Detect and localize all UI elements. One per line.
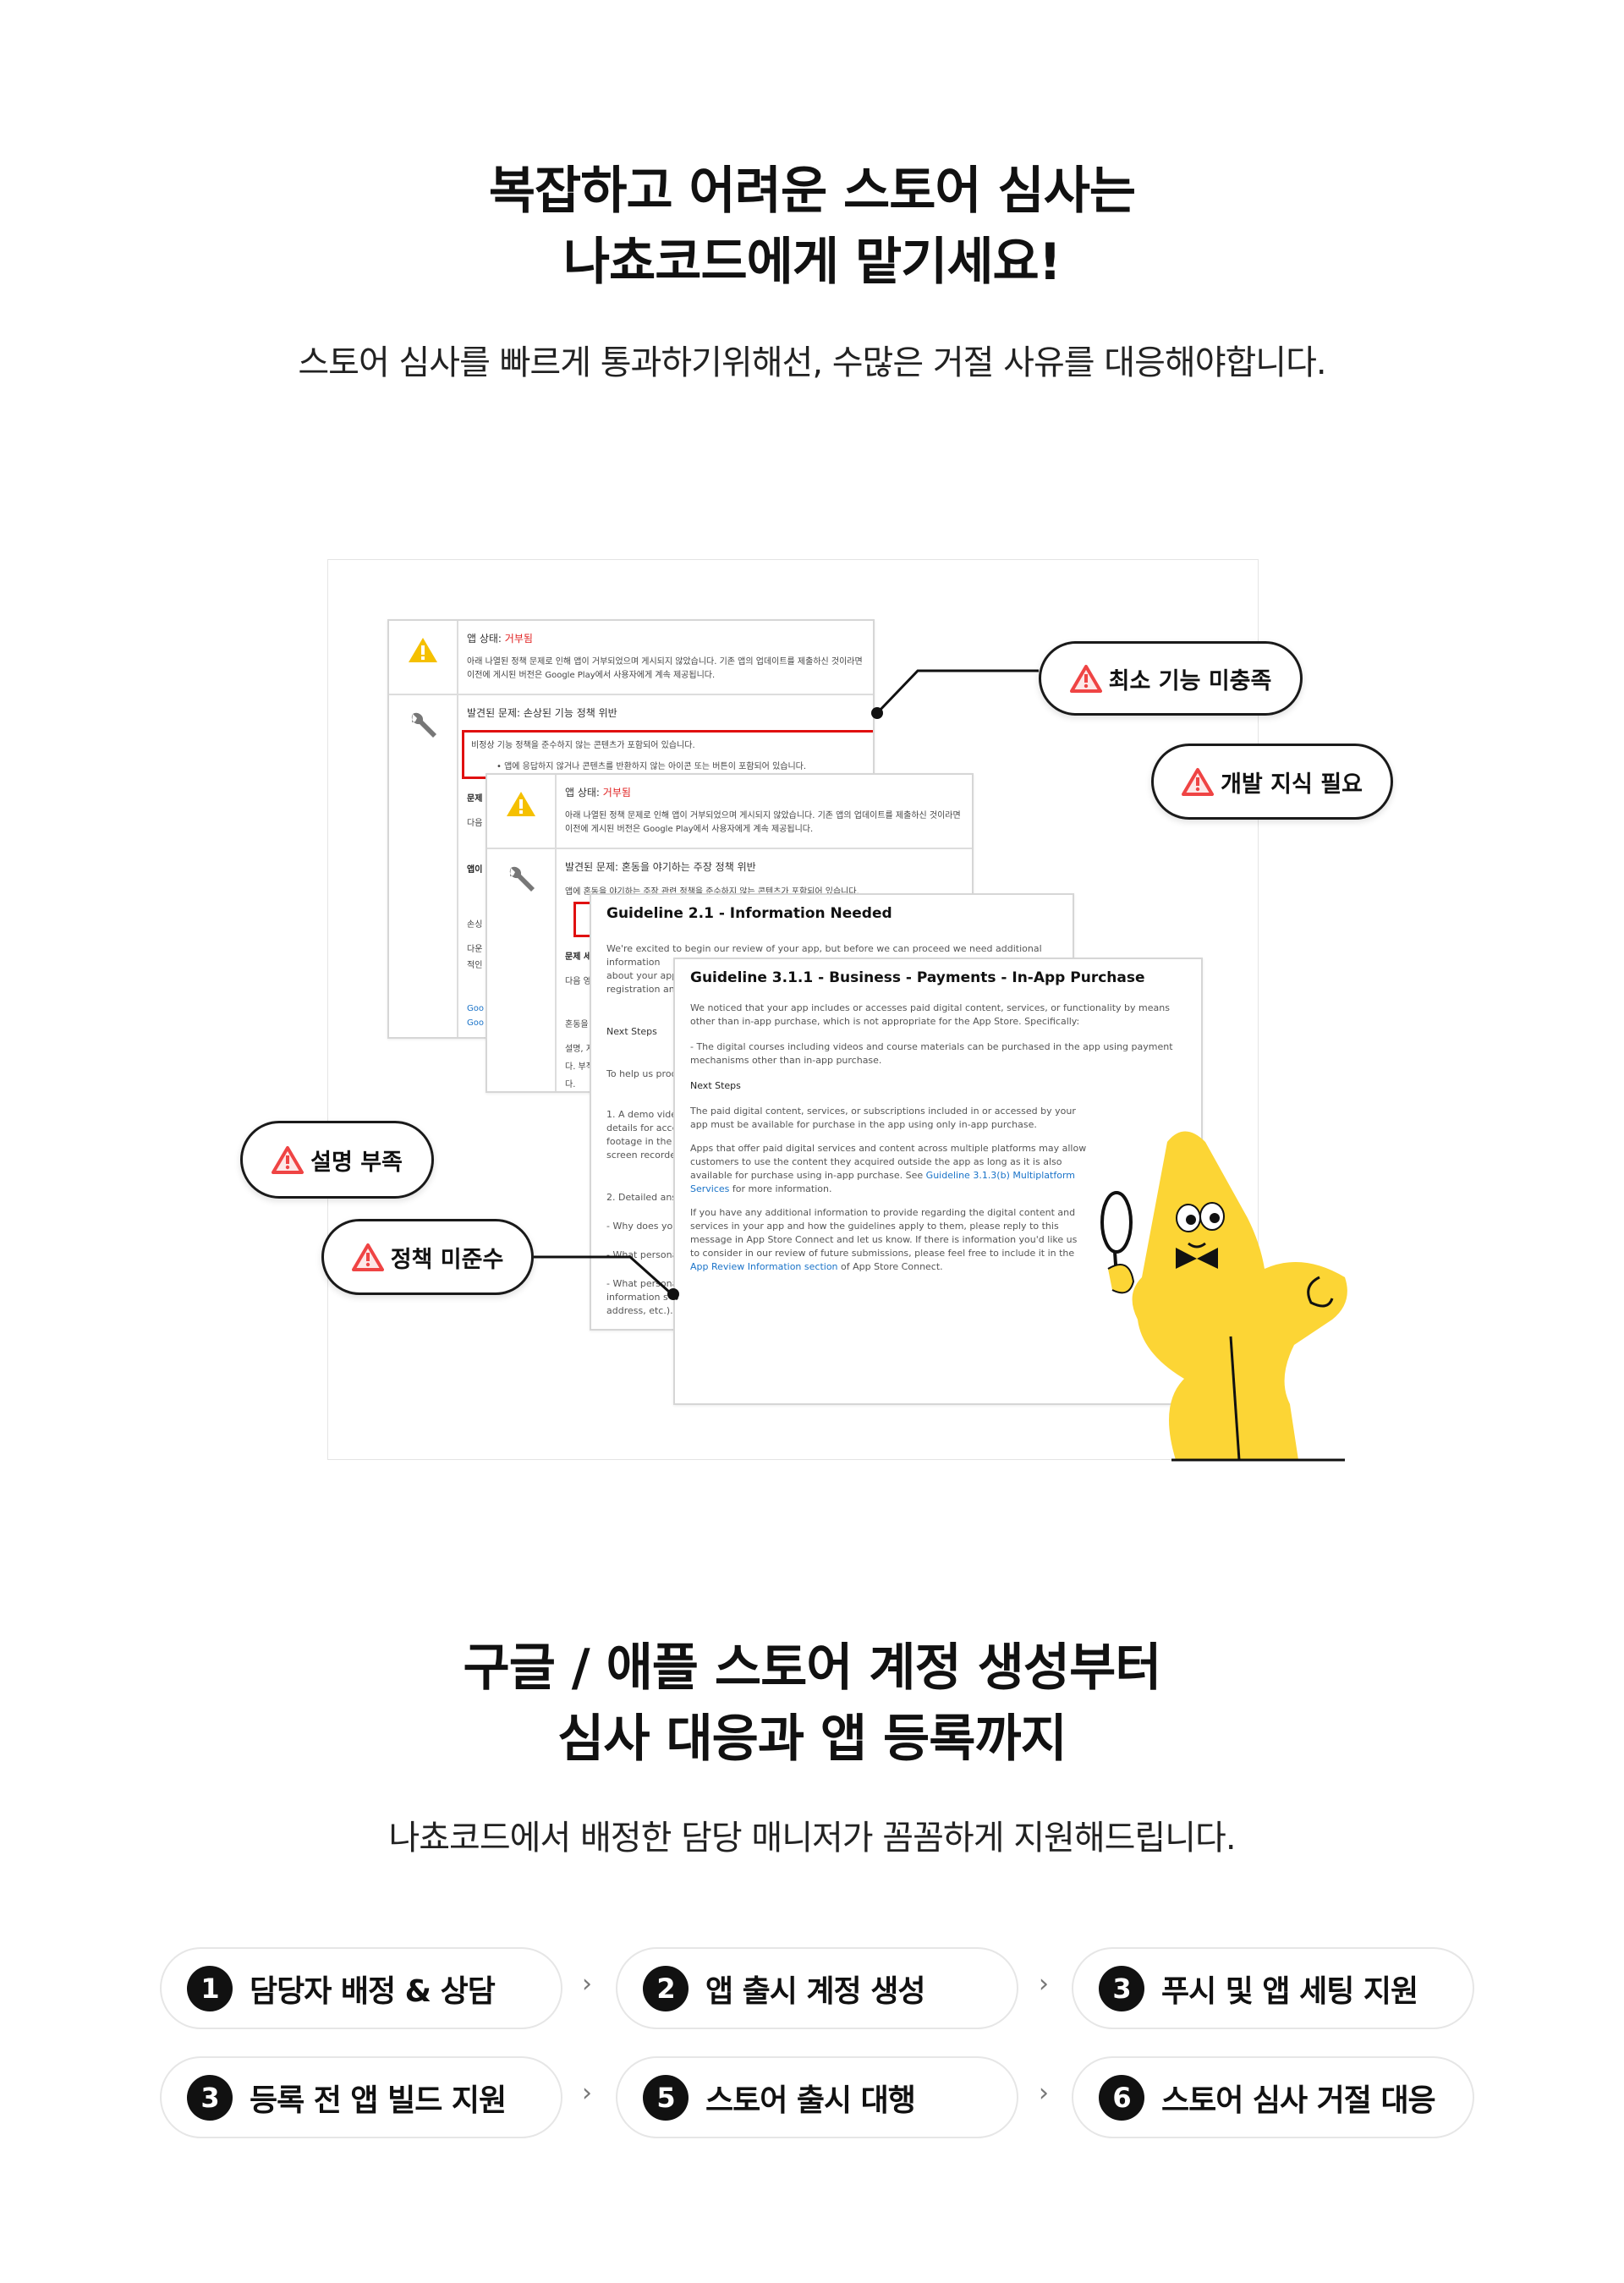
apple-rejection-card-3-1-1: Guideline 3.1.1 - Business - Payments - … bbox=[673, 958, 1203, 1405]
step-6: 6 스토어 심사 거절 대응 bbox=[1072, 2056, 1474, 2138]
status-value: 거부됨 bbox=[504, 633, 533, 645]
step-number: 5 bbox=[643, 2074, 689, 2121]
issue-title: 발견된 문제: 손상된 기능 정책 위반 bbox=[467, 707, 617, 719]
chevron-right-icon: › bbox=[582, 2078, 592, 2108]
mascot-character bbox=[1100, 1131, 1347, 1462]
step-number: 3 bbox=[1099, 1965, 1144, 2011]
section1-title: 복잡하고 어려운 스토어 심사는 나쵸코드에게 맡기세요! bbox=[488, 162, 1136, 292]
warning-icon bbox=[487, 775, 557, 848]
app-review-info-link[interactable]: App Review Information section bbox=[690, 1261, 838, 1272]
step-number: 1 bbox=[187, 1965, 233, 2011]
step-label: 담당자 배정 & 상담 bbox=[250, 1973, 496, 2009]
warning-triangle-icon bbox=[272, 1146, 304, 1174]
step-5: 5 스토어 출시 대행 bbox=[616, 2056, 1018, 2138]
chevron-right-icon: › bbox=[1039, 2078, 1049, 2108]
badge-dev-knowledge: 개발 지식 필요 bbox=[1151, 744, 1393, 820]
step-number: 2 bbox=[643, 1965, 689, 2011]
status-desc: 아래 나열된 정책 문제로 인해 앱이 거부되었으며 게시되지 않았습니다. 기… bbox=[467, 657, 863, 680]
guideline-link[interactable]: Guideline 3.1.3(b) Multiplatform Service… bbox=[690, 1170, 1075, 1194]
step-1: 1 담당자 배정 & 상담 bbox=[160, 1947, 562, 2029]
step-label: 스토어 출시 대행 bbox=[705, 2083, 916, 2118]
warning-triangle-icon bbox=[1182, 768, 1215, 796]
wrench-icon bbox=[487, 849, 557, 1091]
step-label: 스토어 심사 거절 대응 bbox=[1161, 2083, 1436, 2118]
section2-title: 구글 / 애플 스토어 계정 생성부터 심사 대응과 앱 등록까지 bbox=[463, 1638, 1162, 1769]
step-3: 3 푸시 및 앱 세팅 지원 bbox=[1072, 1947, 1474, 2029]
step-label: 앱 출시 계정 생성 bbox=[705, 1973, 925, 2009]
badge-policy-violation: 정책 미준수 bbox=[321, 1219, 534, 1295]
badge-min-function: 최소 기능 미충족 bbox=[1039, 641, 1303, 716]
step-number: 6 bbox=[1099, 2074, 1144, 2121]
section1-subtitle: 스토어 심사를 빠르게 통과하기위해선, 수많은 거절 사유를 대응해야합니다. bbox=[298, 343, 1326, 382]
chevron-right-icon: › bbox=[1039, 1969, 1049, 1999]
status-label: 앱 상태: bbox=[467, 633, 505, 645]
wrench-icon bbox=[389, 695, 458, 1037]
warning-triangle-icon bbox=[1069, 665, 1102, 693]
badge-lack-description: 설명 부족 bbox=[240, 1121, 434, 1199]
step-number: 3 bbox=[187, 2074, 233, 2121]
section2-subtitle: 나쵸코드에서 배정한 담당 매니저가 꼼꼼하게 지원해드립니다. bbox=[388, 1819, 1236, 1858]
google-link[interactable]: Goo bbox=[467, 1004, 484, 1013]
step-label: 푸시 및 앱 세팅 지원 bbox=[1161, 1973, 1418, 2009]
warning-icon bbox=[389, 621, 458, 694]
step-label: 등록 전 앱 빌드 지원 bbox=[250, 2083, 507, 2118]
warning-triangle-icon bbox=[351, 1243, 384, 1271]
chevron-right-icon: › bbox=[582, 1969, 592, 1999]
step-2: 2 앱 출시 계정 생성 bbox=[616, 1947, 1018, 2029]
step-4: 3 등록 전 앱 빌드 지원 bbox=[160, 2056, 562, 2138]
google-link[interactable]: Goo bbox=[467, 1018, 484, 1028]
